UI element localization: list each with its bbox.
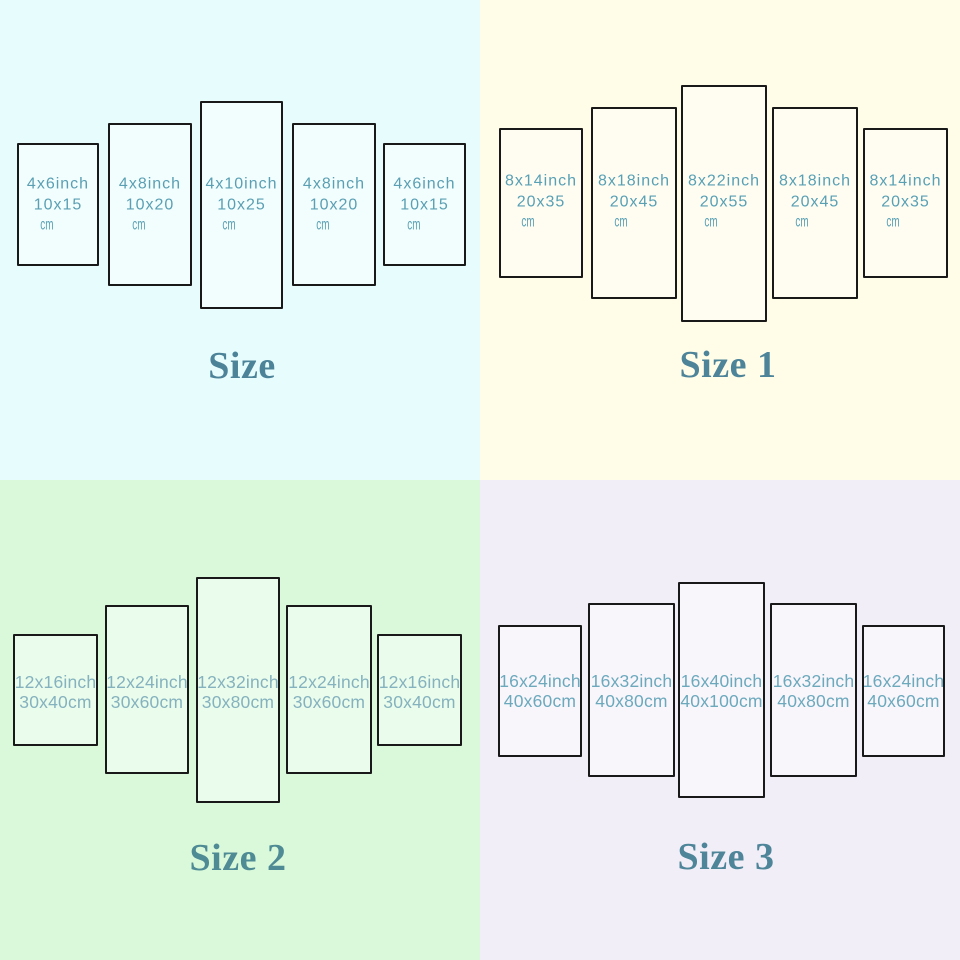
- canvas-panel-rectangle: [108, 123, 192, 286]
- inch-size-text: 4x8inch: [302, 175, 366, 193]
- panel-size-label: 16x24inch 40x60cm: [499, 671, 581, 711]
- inch-size-text: 8x14inch: [869, 172, 942, 190]
- quadrant-size-3: Size 3 16x24inch 40x60cm 16x32inch 40x80…: [480, 480, 960, 960]
- panel-size-label: 12x16inch 30x40cm: [379, 672, 461, 712]
- canvas-panel-rectangle: [200, 101, 283, 309]
- canvas-panel-rectangle: [377, 634, 462, 746]
- inch-size-text: 8x18inch: [778, 172, 852, 190]
- canvas-panel-rectangle: [105, 605, 189, 774]
- quadrant-size-2: Size 2 12x16inch 30x40cm 12x24inch 30x60…: [0, 480, 480, 960]
- canvas-panel-rectangle: [13, 634, 98, 746]
- inch-size-text: 16x24inch: [499, 671, 581, 691]
- canvas-panel-rectangle: [772, 107, 858, 299]
- canvas-panel-rectangle: [498, 625, 582, 757]
- panel-size-label: 16x40inch 40x100cm: [680, 671, 762, 711]
- canvas-panel-rectangle: [588, 603, 675, 777]
- quadrant-title: Size 3: [677, 836, 775, 878]
- inch-size-text: 4x10inch: [205, 175, 278, 193]
- canvas-panel-rectangle: [17, 143, 99, 266]
- inch-size-text: 16x40inch: [680, 671, 763, 691]
- canvas-panel-rectangle: [863, 128, 948, 278]
- inch-size-text: 8x22inch: [687, 172, 761, 190]
- inch-size-text: 16x32inch: [590, 671, 673, 691]
- inch-size-text: 16x24inch: [862, 671, 945, 691]
- inch-size-text: 4x6inch: [393, 175, 456, 193]
- cm-size-text: 40x100cm: [680, 691, 763, 711]
- quadrant-title: Size 2: [189, 837, 287, 879]
- inch-size-text: 8x14inch: [504, 172, 578, 190]
- cm-size-text: 30x40cm: [383, 692, 456, 712]
- cm-size-text: 30x40cm: [19, 692, 92, 712]
- panel-size-label: 12x24inch 30x60cm: [288, 672, 370, 712]
- cm-size-text: 40x80cm: [777, 691, 850, 711]
- cm-size-text: 30x80cm: [201, 692, 275, 712]
- canvas-panel-rectangle: [383, 143, 466, 266]
- inch-size-text: 16x32inch: [772, 671, 855, 691]
- inch-size-text: 4x6inch: [26, 175, 90, 193]
- panel-size-label: 16x32inch 40x80cm: [773, 671, 855, 711]
- canvas-panel-rectangle: [862, 625, 945, 757]
- canvas-panel-rectangle: [770, 603, 857, 777]
- panel-size-label: 12x32inch 30x80cm: [197, 672, 279, 712]
- inch-size-text: 8x18inch: [597, 172, 671, 190]
- inch-size-text: 12x24inch: [288, 672, 370, 692]
- panel-size-label: 16x24inch 40x60cm: [863, 671, 945, 711]
- canvas-panel-rectangle: [591, 107, 677, 299]
- panel-size-label: 12x24inch 30x60cm: [106, 672, 188, 712]
- canvas-panel-rectangle: [196, 577, 280, 803]
- inch-size-text: 4x8inch: [118, 175, 182, 193]
- inch-size-text: 12x16inch: [378, 672, 461, 692]
- cm-size-text: 40x60cm: [867, 691, 940, 711]
- cm-size-text: 40x80cm: [595, 691, 668, 711]
- panel-size-label: 16x32inch 40x80cm: [591, 671, 673, 711]
- quadrant-title: Size 1: [679, 344, 777, 386]
- canvas-panel-rectangle: [678, 582, 765, 798]
- quadrant-title: Size: [208, 345, 276, 387]
- inch-size-text: 12x32inch: [197, 672, 279, 692]
- inch-size-text: 12x24inch: [106, 672, 188, 692]
- panel-size-label: 12x16inch 30x40cm: [15, 672, 97, 712]
- canvas-panel-rectangle: [286, 605, 372, 774]
- canvas-panel-rectangle: [292, 123, 376, 286]
- inch-size-text: 12x16inch: [14, 672, 97, 692]
- canvas-panel-rectangle: [681, 85, 767, 322]
- cm-size-text: 40x60cm: [503, 691, 577, 711]
- cm-size-text: 30x60cm: [292, 692, 366, 712]
- canvas-panel-rectangle: [499, 128, 583, 278]
- cm-size-text: 30x60cm: [110, 692, 184, 712]
